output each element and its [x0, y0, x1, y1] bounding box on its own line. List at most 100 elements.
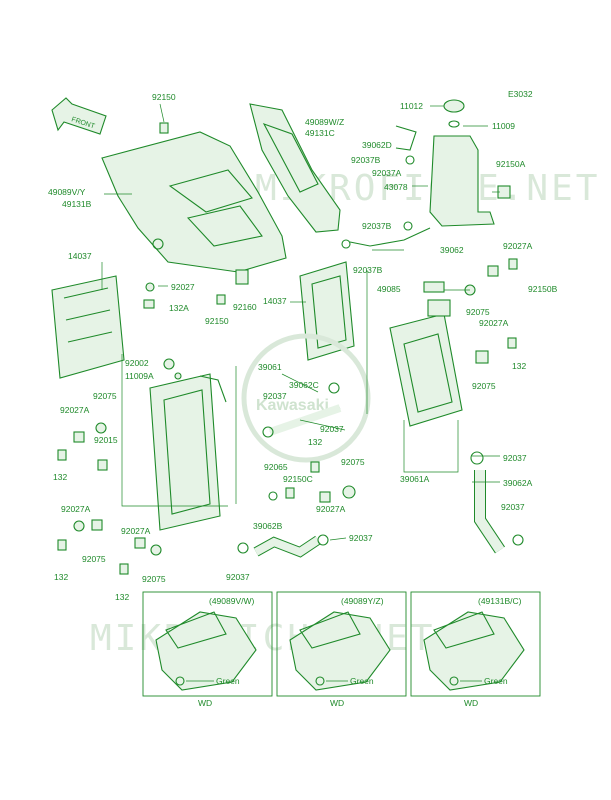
label-39062d: 39062D [362, 140, 392, 150]
variant-color-3: Green [484, 676, 508, 686]
collar-92160-icon [235, 269, 249, 285]
label-92037-b2: 92037 [349, 533, 373, 543]
label-92037-r2: 92037 [501, 502, 525, 512]
label-92150b: 92150B [528, 284, 558, 294]
label-92027-a: 92027 [171, 282, 195, 292]
label-92027a-r1: 92027A [503, 241, 533, 251]
label-92160: 92160 [233, 302, 257, 312]
bracket-92015-icon [97, 459, 108, 471]
bolt-132-r-icon [507, 337, 517, 349]
label-11012: 11012 [400, 101, 423, 111]
label-132-l2: 132 [54, 572, 68, 582]
svg-text:Kawasaki: Kawasaki [256, 397, 329, 414]
label-92150-b: 92150 [205, 316, 229, 326]
label-92065: 92065 [264, 462, 288, 472]
label-92027a-l2: 92027A [61, 504, 91, 514]
hose-39062c-part [262, 382, 342, 438]
left-radiator-part [149, 358, 227, 531]
variant-model-2: WD [330, 698, 344, 708]
hose-39062-part [349, 227, 431, 247]
label-49085: 49085 [377, 284, 401, 294]
label-92037-r: 92037 [503, 453, 527, 463]
kawasaki-logo: Kawasaki [241, 333, 371, 463]
label-92037-bl: 92037 [226, 572, 250, 582]
label-49089vy: 49089V/Y [48, 187, 86, 197]
label-132a: 132A [169, 303, 189, 313]
callout-lines [101, 103, 500, 541]
label-92075-l1: 92075 [93, 391, 117, 401]
variant-model-1: WD [198, 698, 212, 708]
bolt-92150-top-icon [159, 122, 169, 134]
bolt-92150c-icon [285, 487, 295, 499]
label-92027a-l1: 92027A [60, 405, 90, 415]
variant-color-2: Green [350, 676, 374, 686]
label-39062c: 39062C [289, 380, 319, 390]
grommet-92027a-l2-icon [91, 519, 103, 531]
ref-code: E3032 [508, 89, 533, 99]
hose-39062a-part [470, 451, 524, 554]
grommet-92027a-l3-icon [134, 537, 146, 549]
label-92150-top: 92150 [152, 92, 176, 102]
label-92075-l2: 92075 [82, 554, 106, 564]
variant-code-2: (49089Y/Z) [341, 596, 384, 606]
collar-92075-mid-icon [342, 485, 356, 499]
grommet-92027a-r1-icon [487, 265, 499, 277]
reservoir-tank-part [395, 99, 495, 227]
bolt-132-mid-icon [310, 461, 320, 473]
hose-39062b-part [237, 534, 329, 558]
label-92027a-r2: 92027A [479, 318, 509, 328]
label-132-mid: 132 [308, 437, 322, 447]
label-92002: 92002 [125, 358, 149, 368]
grommet-92027a-mid-icon [319, 491, 331, 503]
label-11009: 11009 [492, 121, 515, 131]
variant-model-3: WD [464, 698, 478, 708]
label-92150c: 92150C [283, 474, 313, 484]
collar-92075-l1-icon [95, 422, 107, 434]
rubber-49085-icon [423, 281, 445, 293]
variant-code-1: (49089V/W) [209, 596, 255, 606]
left-shroud-part [101, 131, 287, 273]
label-92037b-1: 92037B [351, 155, 381, 165]
bolt-132-l2-icon [57, 539, 67, 551]
label-49131c: 49131C [305, 128, 335, 138]
bolt-92027-icon [145, 282, 155, 292]
label-92037-mid2: 92037 [320, 424, 344, 434]
label-92037b-3: 92037B [353, 265, 383, 275]
label-92075-r1: 92075 [466, 307, 490, 317]
grommet-92027a-l1-icon [73, 431, 85, 443]
label-49131b: 49131B [62, 199, 92, 209]
label-132-l1: 132 [53, 472, 67, 482]
clamp-92037b-icon [341, 155, 415, 249]
label-92027a-mid: 92027A [316, 504, 346, 514]
label-92015: 92015 [94, 435, 118, 445]
label-39062b: 39062B [253, 521, 283, 531]
variant-code-3: (49131B/C) [478, 596, 522, 606]
label-11009a: 11009A [125, 371, 154, 381]
label-49089wz: 49089W/Z [305, 117, 344, 127]
label-39062a: 39062A [503, 478, 533, 488]
label-92150a: 92150A [496, 159, 526, 169]
washer-92065-icon [268, 491, 278, 501]
label-92037a-1: 92037A [372, 168, 402, 178]
label-14037-mid: 14037 [263, 296, 287, 306]
collar-92075-l2-icon [73, 520, 85, 532]
bolt-132-l3-icon [119, 563, 129, 575]
label-39061: 39061 [258, 362, 282, 372]
collar-92075-l3-icon [150, 544, 162, 556]
label-39062: 39062 [440, 245, 464, 255]
label-43078: 43078 [384, 182, 408, 192]
label-14037-left: 14037 [68, 251, 92, 261]
bolt-132a-icon [143, 299, 155, 309]
bolt-92150b-icon [508, 258, 518, 270]
label-92075-l3: 92075 [142, 574, 166, 584]
middle-radiator-guard-part [299, 261, 355, 361]
variant-box-2: (49089Y/Z) Green WD [276, 591, 407, 708]
left-radiator-guard-part [51, 275, 125, 379]
label-39061a: 39061A [400, 474, 430, 484]
right-shroud-part [249, 103, 341, 233]
label-132-l3: 132 [115, 592, 129, 602]
variant-color-1: Green [216, 676, 240, 686]
label-132-r: 132 [512, 361, 526, 371]
variant-box-1: (49089V/W) Green WD [142, 591, 273, 708]
